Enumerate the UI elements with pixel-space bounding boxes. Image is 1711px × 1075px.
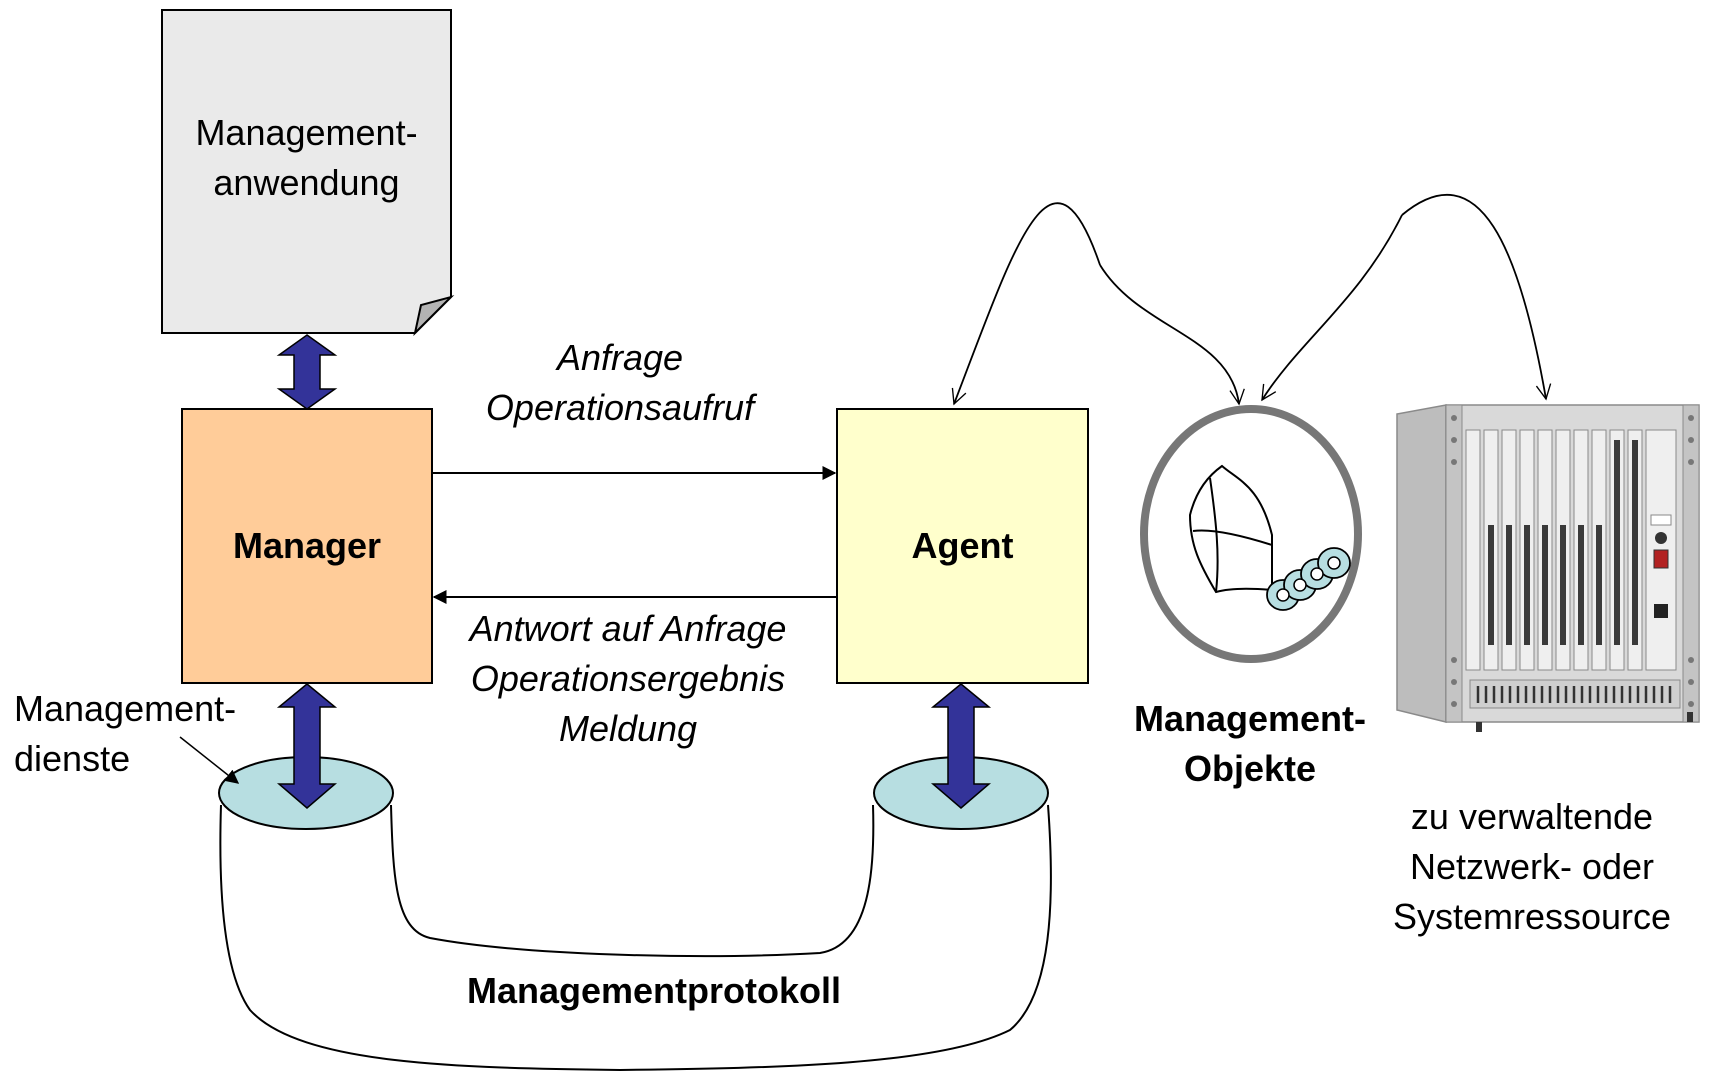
protocol-label: Managementprotokoll <box>466 970 842 1011</box>
agent-label: Agent <box>911 525 1014 566</box>
protocol-pipe <box>219 804 1052 1072</box>
services-pointer <box>179 736 240 784</box>
response-label-line1: Antwort auf Anfrage <box>469 608 787 649</box>
objects-resource-curved-arrow-b <box>1401 193 1552 401</box>
manager-services-double-arrow <box>276 683 338 809</box>
managed-objects-icon <box>1140 405 1362 663</box>
manager-box <box>181 408 433 684</box>
agent-objects-curved-arrow <box>951 202 1101 406</box>
network-rack-icon <box>1396 404 1700 732</box>
request-label-line1: Anfrage <box>556 337 684 378</box>
request-label-line2: Operationsaufruf <box>485 387 755 428</box>
response-label-line2: Operationsergebnis <box>470 658 786 699</box>
resource-label-line1: zu verwaltende <box>1410 796 1654 837</box>
resource-label-line2: Netzwerk- oder <box>1409 846 1655 887</box>
request-label: Anfrage Operationsaufruf <box>440 333 800 433</box>
agent-services-double-arrow <box>930 683 992 809</box>
resource-label: zu verwaltende Netzwerk- oder Systemress… <box>1355 792 1709 942</box>
resource-label-line3: Systemressource <box>1392 896 1672 937</box>
application-label-line2: anwendung <box>213 162 400 203</box>
agent-box <box>836 408 1089 684</box>
agent-objects-curved-arrow-b <box>1099 264 1245 406</box>
services-label-line1: Management- <box>14 688 237 729</box>
objects-resource-curved-arrow <box>1261 214 1403 402</box>
response-label: Antwort auf Anfrage Operationsergebnis M… <box>428 604 828 754</box>
manager-label: Manager <box>232 525 382 566</box>
managed-objects-label-line2: Objekte <box>1183 748 1317 789</box>
managed-objects-label: Management- Objekte <box>1100 694 1400 794</box>
application-manager-double-arrow <box>276 334 338 410</box>
application-label-line1: Management- <box>195 112 418 153</box>
application-label: Management- anwendung <box>162 108 451 208</box>
managed-objects-label-line1: Management- <box>1133 698 1367 739</box>
services-label-line2: dienste <box>14 738 131 779</box>
application-document-fold <box>413 295 455 337</box>
services-label: Management- dienste <box>14 684 236 784</box>
response-label-line3: Meldung <box>558 708 698 749</box>
